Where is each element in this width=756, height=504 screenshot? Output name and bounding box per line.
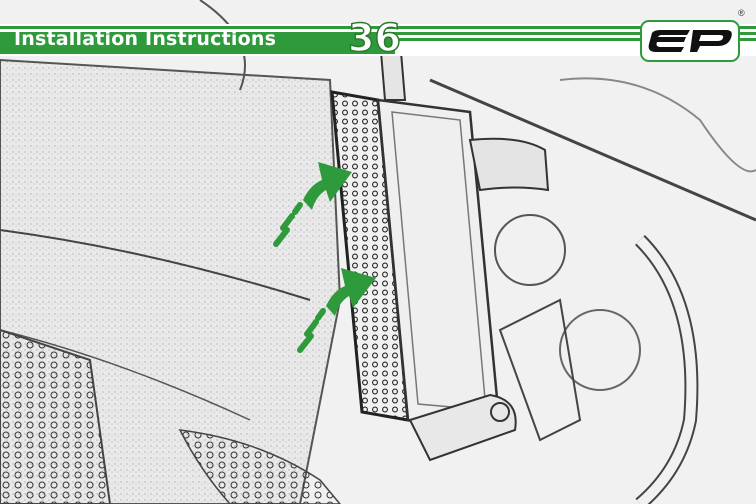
green-curved-arrow-icon [300, 268, 376, 350]
green-curved-arrow-icon [276, 162, 352, 244]
